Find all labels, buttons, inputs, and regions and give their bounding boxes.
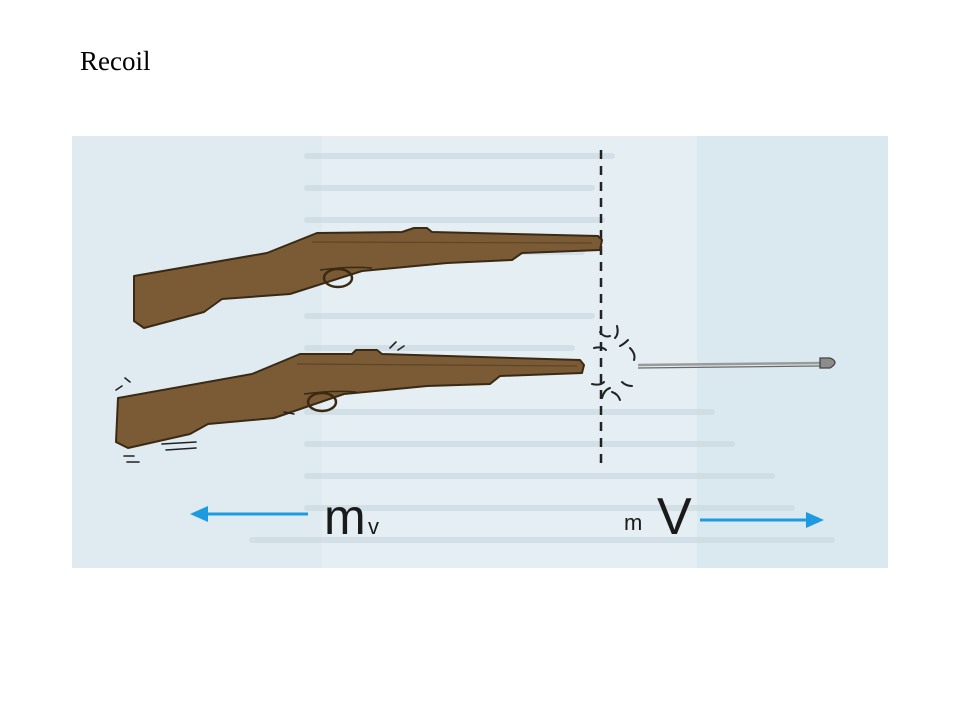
recoil-motion-marks	[115, 341, 405, 463]
rifle-recoiling-icon	[115, 349, 585, 449]
muzzle-blast-icon	[591, 325, 636, 401]
gun-velocity-label: v	[368, 514, 379, 539]
gun-momentum-arrow	[190, 506, 308, 522]
slide-title: Recoil	[80, 46, 151, 76]
scan-background-right	[697, 136, 888, 568]
bullet-mass-label: m	[624, 510, 642, 535]
gun-mass-label: m	[324, 489, 366, 545]
bullet-velocity-label: V	[657, 488, 692, 546]
bullet-momentum-arrow	[700, 512, 824, 528]
recoil-diagram: m v m V	[72, 136, 888, 568]
scan-faded-text	[249, 153, 835, 543]
rifle-icon	[133, 227, 603, 329]
bullet-icon	[637, 357, 836, 369]
recoil-diagram-svg: m v m V	[72, 136, 888, 568]
scan-background-left	[72, 136, 322, 568]
